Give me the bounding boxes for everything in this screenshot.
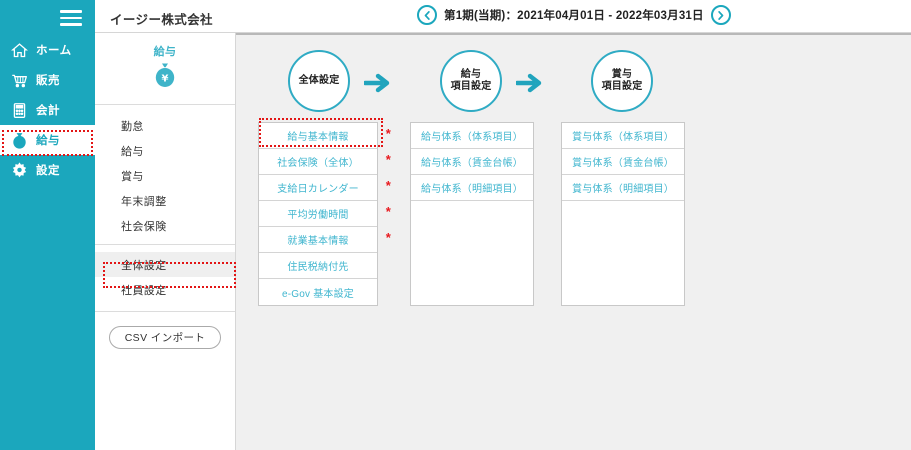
menu-item-4[interactable]: 年末調整 <box>121 195 167 208</box>
home-icon <box>9 40 29 60</box>
panel-row[interactable]: 社会保険（全体） * <box>259 149 391 175</box>
sidebar-item-label: 給与 <box>36 135 60 147</box>
period-navigator: 第1期(当期)：2021年04月01日 - 2022年03月31日 <box>417 5 731 25</box>
menu-item-1[interactable]: 勤怠 <box>121 120 144 133</box>
zentai-settei-panel: 給与基本情報 * 社会保険（全体） * 支給日カレンダー * 平均労働時間 * 就業基本情報 * 住… <box>258 122 391 306</box>
panel-empty-space <box>562 201 684 305</box>
kyuyo-koumoku-panel: 給与体系（体系項目） 給与体系（賃金台帳） 給与体系（明細項目） <box>410 122 534 306</box>
arrow-right-icon <box>514 73 548 93</box>
menu-item-settings-1[interactable]: 全体設定 <box>95 252 235 277</box>
menu-group-operations: 勤怠給与賞与年末調整社会保険 <box>95 105 235 238</box>
flow-step-1[interactable]: 全体設定 <box>288 50 350 112</box>
menu-item-5[interactable]: 社会保険 <box>121 220 167 233</box>
sidebar-item-5[interactable]: 設定 <box>0 155 95 185</box>
csv-import-zone: CSV インポート <box>95 311 235 349</box>
chevron-right-icon[interactable] <box>710 5 731 25</box>
sidebar-item-2[interactable]: 販売 <box>0 65 95 95</box>
panel-row-label: 給与体系（明細項目） <box>421 184 523 195</box>
top-header: イージー株式会社 第1期(当期)：2021年04月01日 - 2022年03月3… <box>95 0 911 33</box>
sidebar-item-3[interactable]: 会計 <box>0 95 95 125</box>
panel-row-label: 社会保険（全体） <box>277 158 359 169</box>
panel-row-label: 住民税納付先 <box>287 262 349 273</box>
main-content: 全体設定給与項目設定賞与項目設定 給与基本情報*社会保険（全体）*支給日カレンダ… <box>236 33 911 450</box>
primary-sidebar: ホーム販売会計 ¥ 給与設定 <box>0 0 95 450</box>
required-asterisk-icon: * <box>385 126 391 141</box>
module-header: 給与 ¥ <box>95 33 235 105</box>
flow-step-label: 給与項目設定 <box>450 68 492 93</box>
required-asterisk-icon: * <box>385 152 391 167</box>
flow-step-3[interactable]: 賞与項目設定 <box>591 50 653 112</box>
money-bag-icon: ¥ <box>9 130 29 150</box>
panel-row[interactable]: 給与体系（賃金台帳） <box>411 149 533 175</box>
panel-row-label: 賞与体系（体系項目） <box>572 132 674 143</box>
arrow-right-icon <box>362 73 396 93</box>
company-name: イージー株式会社 <box>110 13 213 27</box>
panel-row-label: 賞与体系（明細項目） <box>572 184 674 195</box>
svg-text:¥: ¥ <box>162 74 169 85</box>
panel-row-label: 給与基本情報 <box>287 132 349 143</box>
panel-row[interactable]: 賞与体系（賃金台帳） <box>562 149 684 175</box>
panel-row-label: 給与体系（賃金台帳） <box>421 158 523 169</box>
flow-diagram: 全体設定 給与項目設定 賞与項目設定 <box>236 50 911 125</box>
sidebar-item-1[interactable]: ホーム <box>0 35 95 65</box>
menu-item-settings-2[interactable]: 社員設定 <box>121 284 167 297</box>
sidebar-nav-list: ホーム販売会計 ¥ 給与設定 <box>0 35 95 185</box>
panel-row[interactable]: 給与体系（明細項目） <box>411 175 533 201</box>
sidebar-item-label: 販売 <box>36 75 60 87</box>
period-label: 第1期(当期)：2021年04月01日 - 2022年03月31日 <box>444 10 704 22</box>
sidebar-item-label: 設定 <box>36 165 60 177</box>
sidebar-item-label: ホーム <box>36 45 72 57</box>
svg-text:¥: ¥ <box>17 138 22 146</box>
secondary-sidebar: 給与 ¥ 勤怠給与賞与年末調整社会保険 全体設定社員設定 CSV インポート <box>95 33 236 450</box>
panel-row-label: 就業基本情報 <box>287 236 349 247</box>
csv-import-button[interactable]: CSV インポート <box>109 326 221 349</box>
gear-icon <box>9 160 29 180</box>
flow-step-2[interactable]: 給与項目設定 <box>440 50 502 112</box>
sidebar-item-label: 会計 <box>36 105 60 117</box>
panel-empty-space <box>411 201 533 305</box>
panel-row-label: 支給日カレンダー <box>277 184 359 195</box>
panel-row[interactable]: 就業基本情報 * <box>259 227 391 253</box>
panel-row-label: 賞与体系（賃金台帳） <box>572 158 674 169</box>
panel-row[interactable]: 賞与体系（体系項目） <box>562 123 684 149</box>
required-asterisk-icon: * <box>385 204 391 219</box>
panel-row-label: 平均労働時間 <box>287 210 349 221</box>
panel-row[interactable]: e-Gov 基本設定 <box>259 279 377 305</box>
menu-item-3[interactable]: 賞与 <box>121 170 144 183</box>
required-asterisk-icon: * <box>385 178 391 193</box>
flow-step-label: 賞与項目設定 <box>601 68 643 93</box>
shoyo-koumoku-panel: 賞与体系（体系項目） 賞与体系（賃金台帳） 賞与体系（明細項目） <box>561 122 685 306</box>
chevron-left-icon[interactable] <box>417 5 437 25</box>
required-asterisk-icon: * <box>385 230 391 245</box>
panel-row[interactable]: 給与基本情報 * <box>259 123 391 149</box>
menu-group-settings: 全体設定社員設定 <box>95 244 235 302</box>
flow-step-label: 全体設定 <box>298 74 340 86</box>
panel-row-label: e-Gov 基本設定 <box>281 288 354 300</box>
module-title: 給与 <box>153 46 177 58</box>
money-bag-icon: ¥ <box>152 62 178 94</box>
panel-row[interactable]: 給与体系（体系項目） <box>411 123 533 149</box>
panel-row[interactable]: 賞与体系（明細項目） <box>562 175 684 201</box>
calculator-icon <box>9 100 29 120</box>
hamburger-icon[interactable] <box>60 10 82 26</box>
panel-row[interactable]: 支給日カレンダー * <box>259 175 391 201</box>
cart-icon <box>9 70 29 90</box>
menu-item-2[interactable]: 給与 <box>121 145 144 158</box>
panel-row[interactable]: 平均労働時間 * <box>259 201 391 227</box>
panel-row[interactable]: 住民税納付先 <box>259 253 377 279</box>
sidebar-item-4[interactable]: ¥ 給与 <box>0 125 95 155</box>
panel-row-label: 給与体系（体系項目） <box>421 132 523 143</box>
